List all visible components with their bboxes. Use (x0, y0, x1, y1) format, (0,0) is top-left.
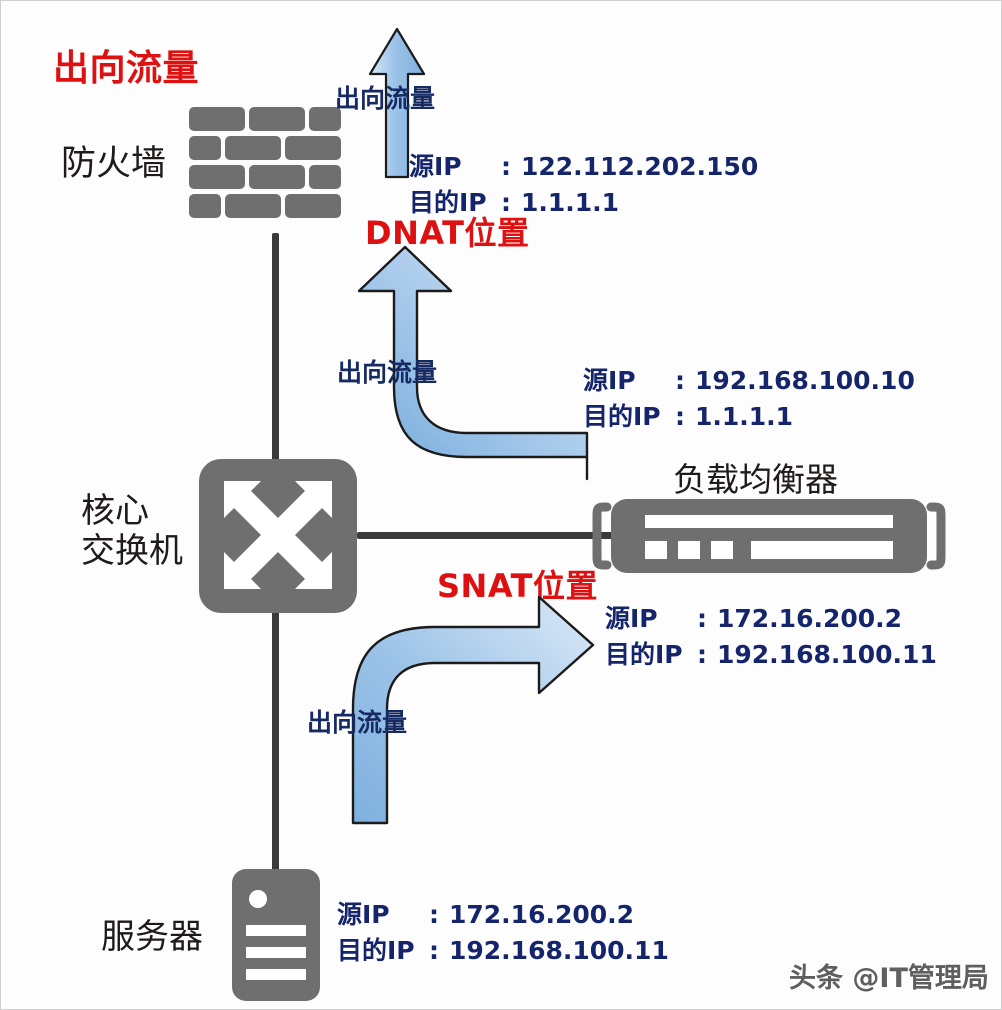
snat-position-marker: SNAT位置 (437, 567, 598, 605)
packet-after-dnat-firewall: 源IP:122.112.202.150 目的IP:1.1.1.1 (409, 149, 758, 220)
src-ip-value: 172.16.200.2 (717, 604, 903, 633)
colon: : (501, 187, 511, 217)
dst-ip-value: 192.168.100.11 (449, 935, 669, 965)
packet-switch-to-lb: 源IP:172.16.200.2 目的IP:192.168.100.11 (605, 601, 937, 672)
src-ip-key: 源IP (583, 366, 636, 395)
core-switch-label-line2: 交换机 (81, 531, 183, 572)
colon: : (675, 366, 685, 395)
core-switch-label-line1: 核心 (81, 491, 149, 531)
packet-lb-to-switch: 源IP:192.168.100.10 目的IP:1.1.1.1 (583, 363, 915, 434)
server-icon (232, 869, 320, 1001)
core-switch-label: 核心 交换机 (81, 491, 183, 571)
src-ip-key: 源IP (605, 604, 658, 633)
src-ip-value: 172.16.200.2 (449, 900, 635, 929)
dst-ip-value: 1.1.1.1 (521, 187, 620, 217)
watermark: 头条 @IT管理局 (789, 963, 989, 994)
switch-arrows-icon (199, 459, 357, 613)
flow-label-top: 出向流量 (335, 84, 436, 113)
load-balancer-label: 负载均衡器 (673, 460, 838, 499)
src-ip-value: 122.112.202.150 (521, 152, 759, 181)
firewall-brick-icon (189, 107, 341, 229)
dst-ip-key: 目的IP (409, 187, 487, 217)
link-switch-to-loadbalancer (357, 532, 615, 539)
dst-ip-value: 192.168.100.11 (717, 639, 937, 669)
packet-server-origin: 源IP:172.16.200.2 目的IP:192.168.100.11 (337, 897, 669, 968)
dst-ip-key: 目的IP (605, 639, 683, 669)
src-ip-value: 192.168.100.10 (695, 366, 915, 395)
flow-arrow-middle (337, 245, 593, 481)
colon: : (501, 152, 511, 181)
firewall-label: 防火墙 (61, 144, 167, 184)
dnat-position-marker: DNAT位置 (365, 214, 530, 252)
flow-arrow-bottom (331, 595, 595, 825)
diagram-title: 出向流量 (53, 48, 200, 89)
flow-arrow-top (367, 27, 427, 179)
load-balancer-icon (592, 499, 946, 573)
colon: : (429, 900, 439, 929)
dst-ip-value: 1.1.1.1 (695, 401, 794, 431)
colon: : (697, 604, 707, 633)
colon: : (697, 639, 707, 669)
colon: : (675, 401, 685, 431)
dst-ip-key: 目的IP (337, 935, 415, 965)
link-switch-to-server (272, 611, 279, 873)
link-firewall-to-switch (272, 233, 279, 463)
colon: : (429, 935, 439, 965)
flow-label-bottom: 出向流量 (307, 708, 408, 737)
dst-ip-key: 目的IP (583, 401, 661, 431)
src-ip-key: 源IP (337, 900, 390, 929)
flow-label-middle: 出向流量 (337, 358, 438, 387)
src-ip-key: 源IP (409, 152, 462, 181)
server-label: 服务器 (101, 917, 203, 957)
